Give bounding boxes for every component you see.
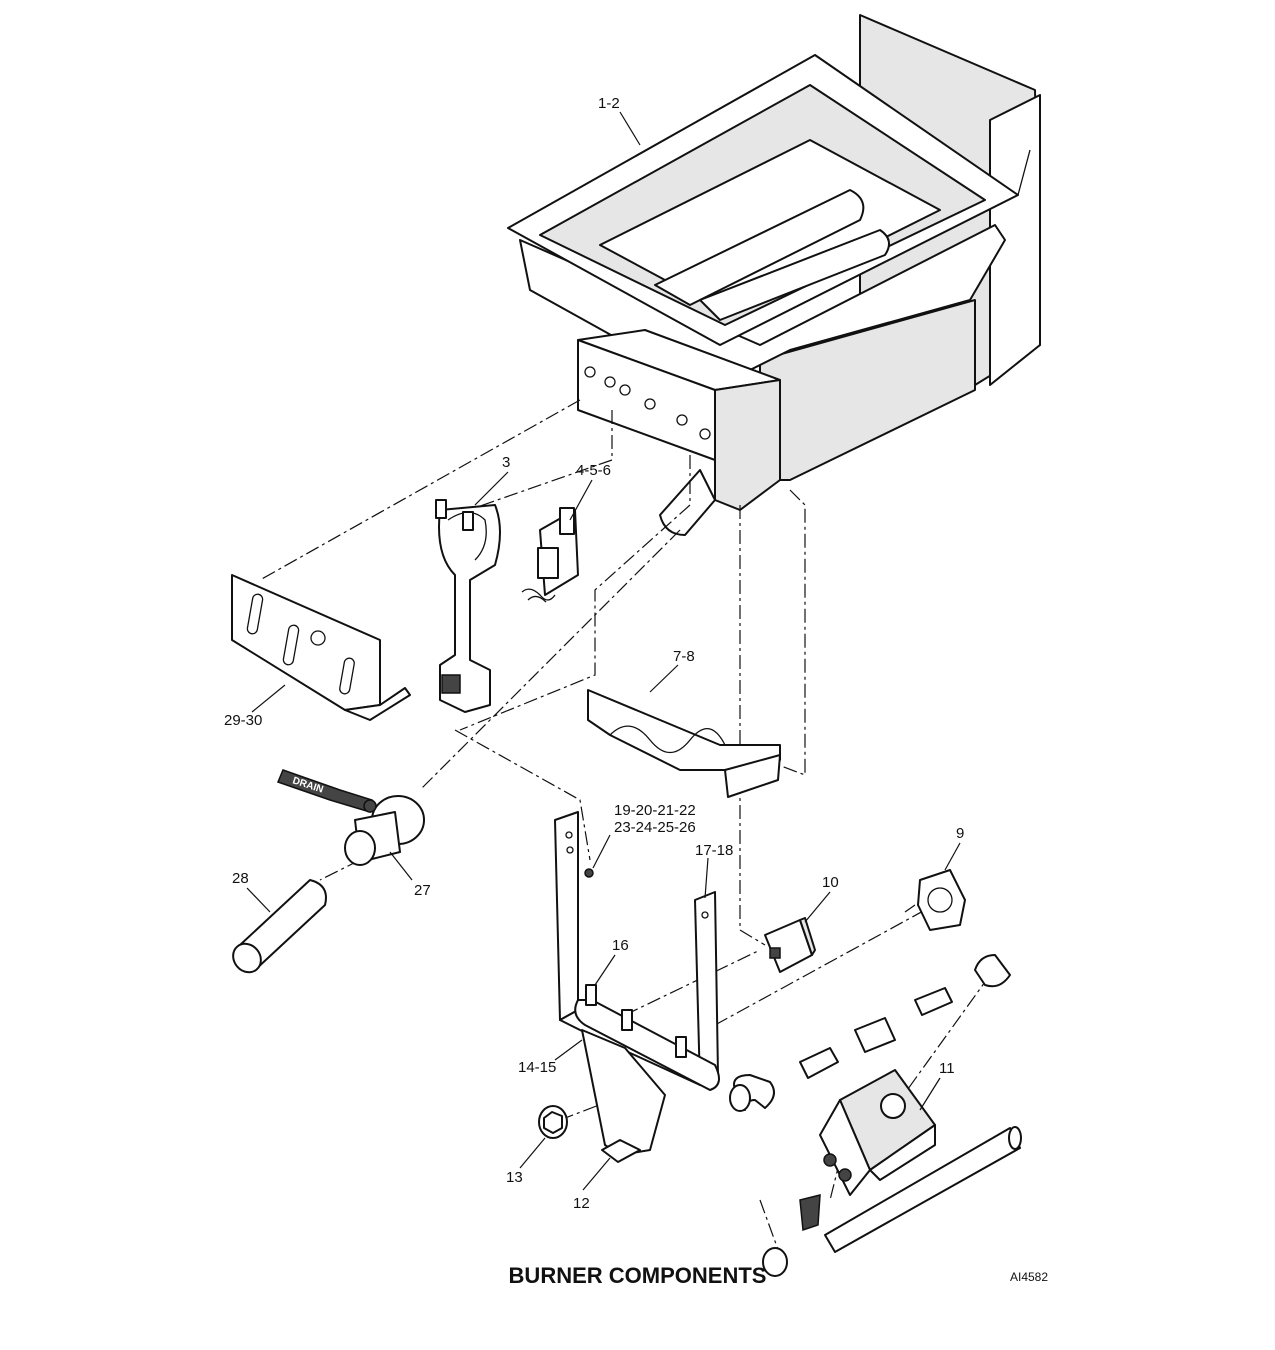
union bbox=[854, 1017, 896, 1053]
drain-handle bbox=[277, 769, 373, 813]
burner-tab-right bbox=[462, 511, 474, 531]
drain-nipple bbox=[232, 879, 327, 974]
bracket-12 bbox=[601, 1139, 641, 1163]
callout-bolt: 13 bbox=[506, 1169, 523, 1186]
callout-orifices-line1: 19-20-21-22 bbox=[614, 802, 696, 819]
manifold-stem-a bbox=[621, 1009, 633, 1031]
manifold-stem-16 bbox=[585, 984, 597, 1006]
valve-assembly bbox=[819, 1069, 936, 1196]
bolt bbox=[538, 1105, 568, 1139]
frypot-tube-2 bbox=[699, 229, 890, 321]
pilot-burner bbox=[537, 547, 559, 579]
assembly-lines bbox=[259, 399, 991, 1256]
heat-shield bbox=[231, 574, 411, 721]
burner-housing bbox=[577, 329, 781, 536]
drawing-number: AI4582 bbox=[1010, 1270, 1048, 1284]
frypot-flue-side bbox=[989, 94, 1041, 386]
frypot bbox=[507, 14, 1041, 481]
callout-orifice-stem: 16 bbox=[612, 937, 629, 954]
diagram-caption: BURNER COMPONENTS bbox=[508, 1263, 767, 1288]
burner-body bbox=[438, 504, 501, 713]
callout-burner: 3 bbox=[502, 454, 510, 471]
burner-tab-left bbox=[435, 499, 447, 519]
callout-gas-valve: 9 bbox=[956, 825, 964, 842]
supply-pipe bbox=[824, 1127, 1021, 1253]
callout-thermostat-control: 10 bbox=[822, 874, 839, 891]
drain-valve: DRAIN bbox=[277, 769, 425, 866]
burner bbox=[435, 499, 501, 713]
callout-side-bracket: 17-18 bbox=[695, 842, 733, 859]
bottom-elbow bbox=[762, 1247, 788, 1277]
frame-left-upright bbox=[554, 811, 579, 1021]
callout-orifices-line2: 23-24-25-26 bbox=[614, 819, 696, 836]
cap bbox=[974, 954, 1011, 988]
housing-inlet bbox=[659, 469, 716, 536]
burner-port bbox=[441, 674, 461, 694]
burner-shield bbox=[587, 689, 781, 798]
fittings bbox=[729, 954, 1011, 1112]
callout-frypot: 1-2 bbox=[598, 95, 620, 112]
callout-manifold: 14-15 bbox=[518, 1059, 556, 1076]
gas-valve-body bbox=[917, 869, 966, 931]
nipple-2 bbox=[914, 987, 953, 1016]
thermostat-terminal bbox=[769, 947, 781, 959]
callout-bracket: 12 bbox=[573, 1195, 590, 1212]
pilot-tab bbox=[559, 507, 575, 535]
thermostat-control bbox=[764, 917, 816, 973]
drain-stem bbox=[363, 799, 377, 813]
callout-valve-assembly: 11 bbox=[939, 1060, 955, 1077]
leader-lines bbox=[246, 111, 961, 1191]
callout-burner-shield: 7-8 bbox=[673, 648, 695, 665]
manifold-stem-b bbox=[675, 1036, 687, 1058]
housing-side bbox=[714, 379, 781, 511]
nipple-1 bbox=[799, 1047, 839, 1079]
drain-nipple-tube bbox=[239, 879, 327, 971]
threaded-nipple bbox=[799, 1194, 821, 1232]
drain-nipple-end bbox=[232, 942, 262, 974]
frypot-tube-1 bbox=[654, 189, 865, 306]
frame-gusset bbox=[581, 1029, 666, 1156]
callout-drain-valve: 27 bbox=[414, 882, 431, 899]
bolt-head bbox=[543, 1111, 563, 1134]
valve-knob-1 bbox=[823, 1153, 837, 1167]
manifold-frame bbox=[554, 811, 720, 1163]
valve-inlet bbox=[880, 1093, 906, 1119]
elbow-end bbox=[729, 1084, 751, 1112]
supply-pipe-end bbox=[1008, 1126, 1022, 1150]
callout-pilot-assembly: 4-5-6 bbox=[576, 462, 611, 479]
gas-valve bbox=[904, 869, 966, 931]
drain-valve-port bbox=[344, 830, 376, 866]
supply-pipes bbox=[762, 1126, 1022, 1277]
callout-labels: 1-2 3 4-5-6 7-8 9 10 11 12 13 14-15 16 1… bbox=[224, 95, 964, 1212]
burner-shield-lip bbox=[724, 754, 781, 798]
pilot-assembly bbox=[521, 507, 579, 603]
callout-drain-nipple: 28 bbox=[232, 870, 249, 887]
manifold-pipe bbox=[574, 999, 720, 1091]
valve-block-side bbox=[869, 1124, 936, 1181]
valve-knob-2 bbox=[838, 1168, 852, 1182]
frypot-rim-tab bbox=[1017, 149, 1031, 196]
callout-heat-shield: 29-30 bbox=[224, 712, 262, 729]
thermostat-side bbox=[799, 917, 816, 956]
heat-shield-flange bbox=[344, 687, 411, 721]
orifice bbox=[584, 868, 594, 878]
